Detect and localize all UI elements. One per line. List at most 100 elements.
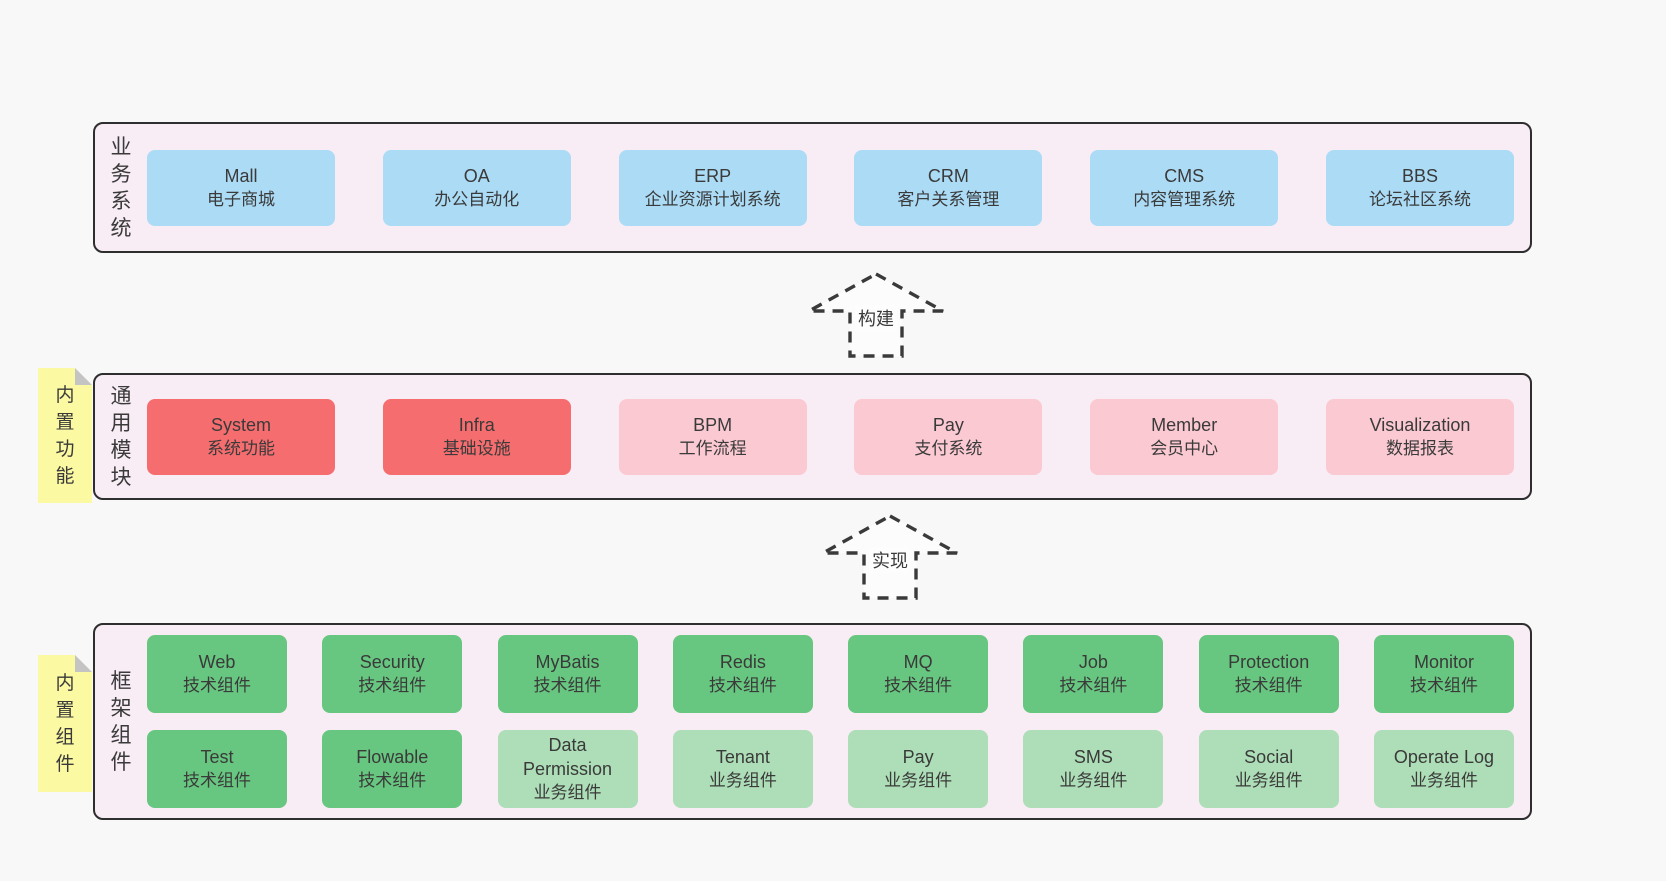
box-subtitle: 技术组件 [358,771,427,790]
component-row-2: Test 技术组件 Flowable 技术组件 Data Permission … [147,730,1514,808]
box-flowable: Flowable 技术组件 [322,730,463,808]
panel-framework-components: 框架组件 Web 技术组件 Security 技术组件 MyBatis 技术组件… [93,623,1532,820]
component-row-1: Web 技术组件 Security 技术组件 MyBatis 技术组件 Redi… [147,635,1514,713]
box-subtitle: 会员中心 [1150,438,1219,458]
box-mybatis: MyBatis 技术组件 [497,635,638,713]
box-redis: Redis 技术组件 [672,635,813,713]
box-operate-log: Operate Log 业务组件 [1373,730,1514,808]
box-title: Pay [902,747,934,767]
box-title: Test [200,747,234,767]
panel-label-common-modules: 通用模块 [110,384,132,489]
box-title: Social [1244,747,1294,767]
build-arrow-icon: 构建 [806,271,946,359]
box-subtitle: 支付系统 [914,438,983,458]
box-title: Flowable [356,747,429,767]
box-subtitle: 业务组件 [884,771,953,790]
box-title: SMS [1073,747,1113,767]
component-grid: Web 技术组件 Security 技术组件 MyBatis 技术组件 Redi… [147,635,1530,808]
panel-business-systems: 业务系统 Mall 电子商城 OA 办公自动化 ERP 企业资源计划系统 CRM… [93,122,1532,253]
box-subtitle: 技术组件 [183,771,251,790]
box-subtitle: 技术组件 [884,676,953,695]
box-subtitle: 技术组件 [183,676,251,695]
box-security: Security 技术组件 [322,635,463,713]
box-tenant: Tenant 业务组件 [672,730,813,808]
box-subtitle: 业务组件 [1059,771,1128,790]
box-title: Job [1078,652,1108,672]
box-subtitle: 业务组件 [533,783,602,802]
box-subtitle: 业务组件 [708,771,777,790]
box-pay-business: Pay 业务组件 [848,730,989,808]
business-boxes-row: Mall 电子商城 OA 办公自动化 ERP 企业资源计划系统 CRM 客户关系… [147,149,1530,226]
sticky-fold-icon [75,368,92,385]
box-subtitle: 技术组件 [1059,676,1128,695]
box-title: Redis [719,652,766,672]
box-visualization: Visualization 数据报表 [1325,398,1514,475]
box-bbs: BBS 论坛社区系统 [1325,149,1514,226]
box-pay: Pay 支付系统 [854,398,1043,475]
box-data-permission: Data Permission 业务组件 [497,730,638,808]
box-title: Visualization [1369,414,1471,435]
panel-label-framework-components: 框架组件 [110,669,132,774]
box-subtitle: 内容管理系统 [1133,189,1236,209]
box-bpm: BPM 工作流程 [618,398,807,475]
box-mq: MQ 技术组件 [848,635,989,713]
sticky-fold-icon [75,655,92,672]
box-title: Web [198,652,236,672]
box-subtitle: 企业资源计划系统 [644,189,781,209]
arrow-label: 构建 [855,305,897,331]
box-title: MyBatis [535,652,600,672]
box-title: System [210,414,271,435]
box-oa: OA 办公自动化 [382,149,571,226]
box-subtitle: 电子商城 [207,189,275,209]
box-subtitle: 技术组件 [1409,676,1478,695]
box-test: Test 技术组件 [147,730,287,808]
box-sms: SMS 业务组件 [1023,730,1164,808]
box-title: Pay [932,414,964,435]
box-title: BBS [1401,165,1438,186]
box-title: Protection [1228,652,1310,672]
box-subtitle: 技术组件 [708,676,777,695]
implement-arrow-icon: 实现 [820,513,960,601]
box-title: Operate Log [1393,747,1494,767]
box-mall: Mall 电子商城 [147,149,335,226]
sticky-label: 内置功能 [55,384,75,487]
box-subtitle: 技术组件 [1234,676,1303,695]
box-subtitle: 论坛社区系统 [1368,189,1471,209]
box-subtitle: 客户关系管理 [897,189,1000,209]
box-subtitle: 数据报表 [1385,438,1454,458]
box-subtitle: 业务组件 [1234,771,1303,790]
box-title: CRM [927,165,969,186]
box-member: Member 会员中心 [1090,398,1279,475]
panel-common-modules: 通用模块 System 系统功能 Infra 基础设施 BPM 工作流程 Pay… [93,373,1532,500]
box-erp: ERP 企业资源计划系统 [618,149,807,226]
box-title: Member [1151,414,1218,435]
box-title: Tenant [715,747,770,767]
sticky-note-built-in-components: 内置组件 [38,655,92,792]
sticky-note-built-in-features: 内置功能 [38,368,92,503]
box-subtitle: 系统功能 [207,438,275,458]
box-monitor: Monitor 技术组件 [1373,635,1514,713]
box-subtitle: 技术组件 [533,676,602,695]
box-social: Social 业务组件 [1198,730,1339,808]
box-title: BPM [693,414,733,435]
box-subtitle: 业务组件 [1409,771,1478,790]
box-subtitle: 基础设施 [442,438,511,458]
box-title: CMS [1164,165,1205,186]
box-title: Data Permission [523,735,613,779]
box-infra: Infra 基础设施 [382,398,571,475]
box-subtitle: 技术组件 [358,676,427,695]
box-subtitle: 工作流程 [678,438,747,458]
box-title: Infra [458,414,495,435]
box-subtitle: 办公自动化 [434,189,520,209]
module-boxes-row: System 系统功能 Infra 基础设施 BPM 工作流程 Pay 支付系统… [147,398,1530,475]
panel-label-business-systems: 业务系统 [110,135,132,240]
box-web: Web 技术组件 [147,635,287,713]
box-title: Mall [224,165,258,186]
box-title: Security [359,652,425,672]
box-protection: Protection 技术组件 [1198,635,1339,713]
sticky-label: 内置组件 [55,672,75,775]
box-title: Monitor [1413,652,1474,672]
arrow-label: 实现 [869,547,911,573]
box-job: Job 技术组件 [1023,635,1164,713]
box-system: System 系统功能 [147,398,335,475]
